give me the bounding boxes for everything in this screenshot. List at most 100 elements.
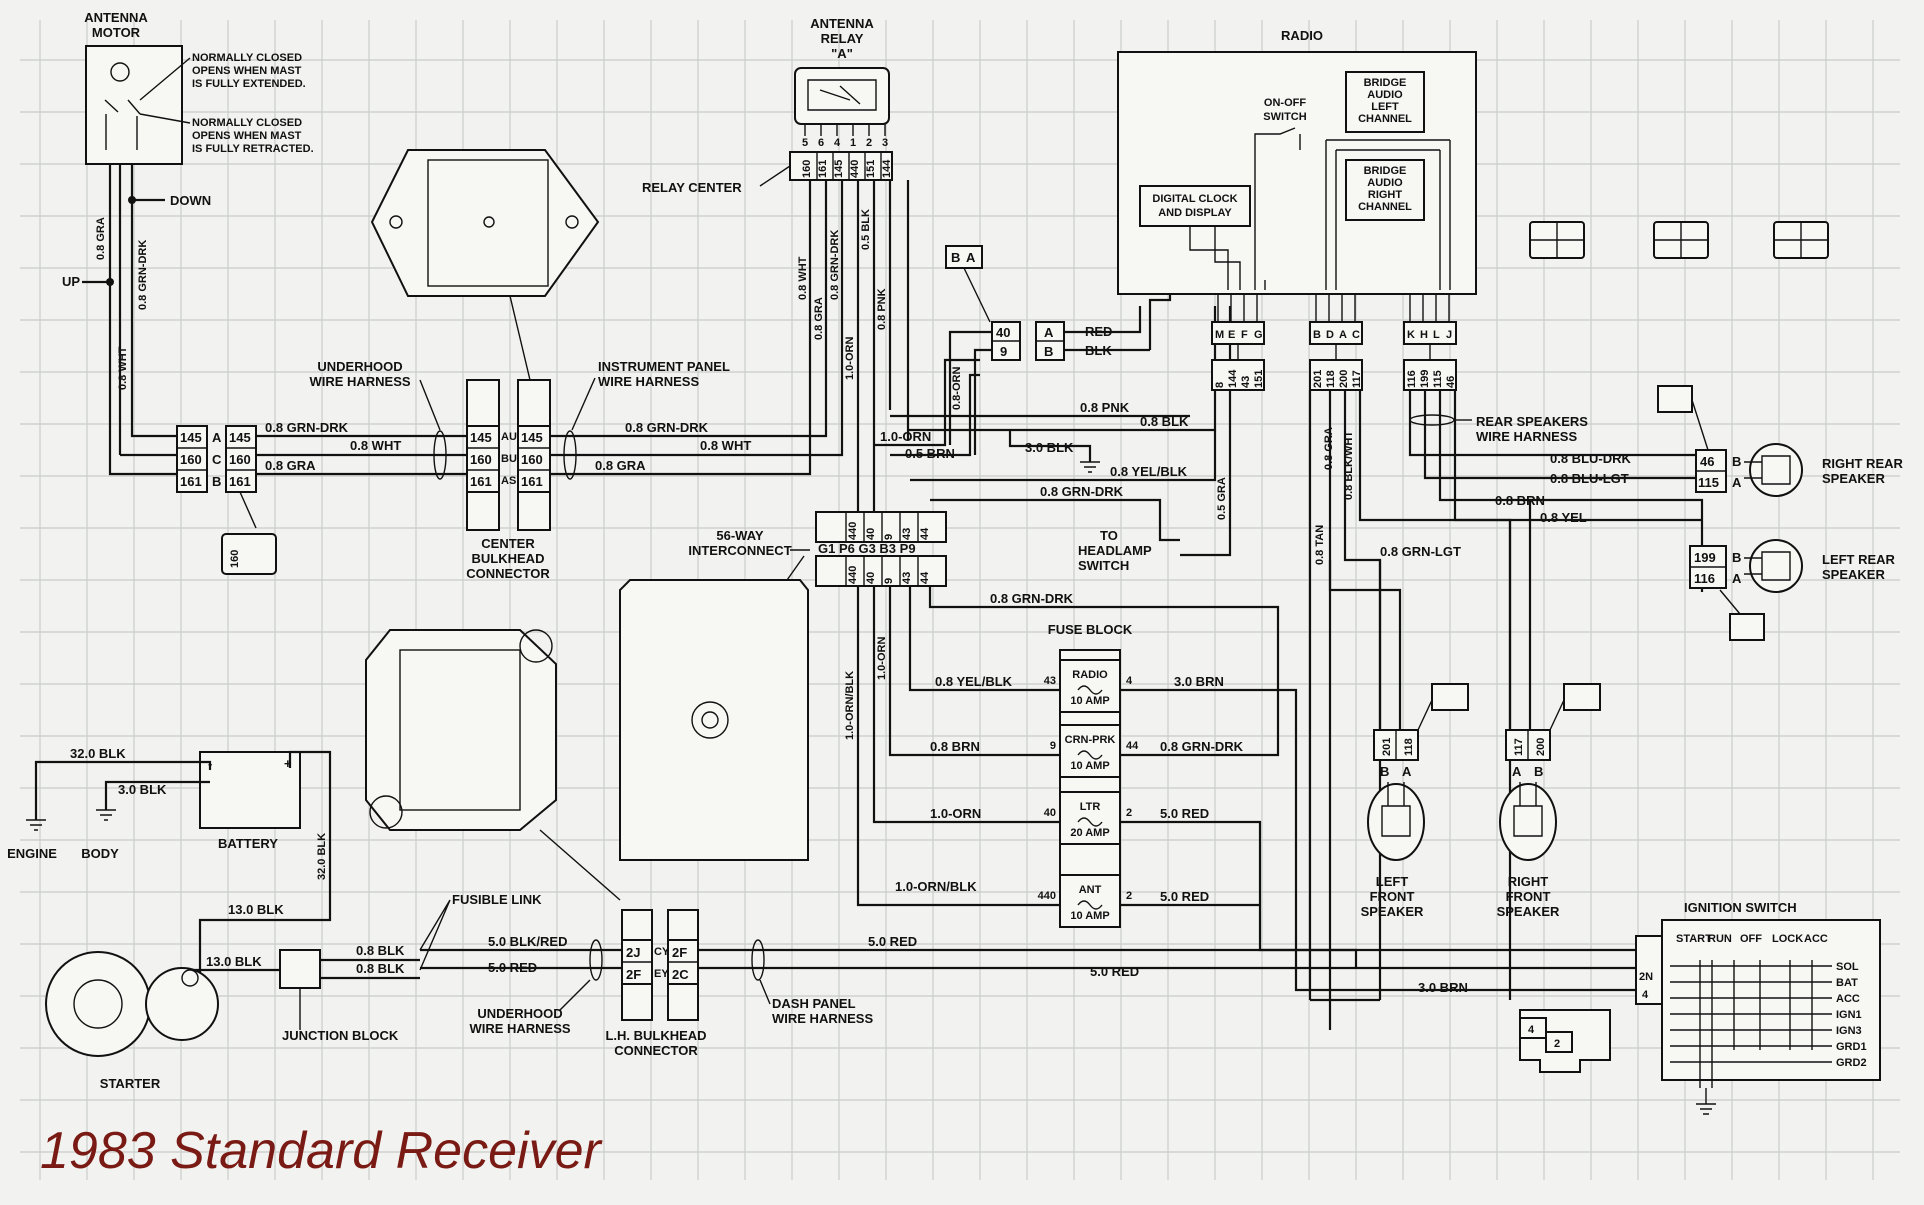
- fuse-1: [1059, 724, 1121, 778]
- radio-conn-1-num-43: 43: [1240, 376, 1252, 388]
- ic-top-440: 440: [847, 522, 859, 540]
- rf-ba-plug: [1563, 683, 1601, 711]
- starter: STARTER: [45, 951, 219, 1091]
- wire-label-w54: 5.0 RED: [488, 960, 537, 975]
- fuse-amp-0: 10 AMP: [1070, 695, 1109, 707]
- bl-l2: AUDIO: [1367, 89, 1403, 101]
- wire-label-w37: 3.0 BRN: [1174, 674, 1224, 689]
- fuse-in-1: 9: [1050, 740, 1056, 752]
- cbl-145: 145: [470, 430, 492, 445]
- wire-label-w7: 0.8 GRN-DRK: [625, 420, 709, 435]
- antenna-motor-label-1: ANTENNA: [84, 10, 148, 25]
- headlamp-l2: HEADLAMP: [1078, 543, 1152, 558]
- lr-ba-plug: [1729, 613, 1765, 641]
- interconnect-l1: 56-WAY: [716, 528, 764, 543]
- ic-top-44: 44: [919, 527, 931, 540]
- ignition-plug: 4 2: [1519, 1009, 1611, 1073]
- battery-label: BATTERY: [218, 836, 278, 851]
- left-front-connector: 201 118 B A: [1373, 729, 1419, 779]
- bl-l1: BRIDGE: [1364, 77, 1407, 89]
- relay-pin-1: 1: [850, 137, 856, 149]
- wire-label-w57: 3.0 BRN: [1418, 980, 1468, 995]
- ic-bot-440: 440: [847, 566, 859, 584]
- right-front-connector: 117 200 A B: [1505, 729, 1551, 779]
- ip-harness-l1: INSTRUMENT PANEL: [598, 359, 730, 374]
- wire-label-w11: 0.8 GRA: [813, 297, 825, 340]
- ign-2N: 2N: [1639, 971, 1653, 983]
- radio-conn-2-pin-C: C: [1352, 329, 1360, 341]
- radio: RADIO ON-OFF SWITCH DIGITAL CLOCK AND DI…: [1117, 28, 1477, 295]
- wire-label-w53: 5.0 BLK/RED: [488, 934, 567, 949]
- clock-l1: DIGITAL CLOCK: [1152, 193, 1237, 205]
- fuse-name-2: LTR: [1080, 801, 1101, 813]
- cbl-161: 161: [470, 474, 492, 489]
- lr-116: 116: [1694, 571, 1715, 586]
- wire-label-w16: 0.8 PNK: [1080, 400, 1130, 415]
- wire-label-w19: 0.5 BRN: [905, 446, 955, 461]
- lf-speaker-l1: LEFT: [1376, 874, 1409, 889]
- uh2-l2: WIRE HARNESS: [469, 1021, 570, 1036]
- fuse-in-0: 43: [1044, 675, 1056, 687]
- ihc-161: 161: [229, 474, 251, 489]
- amc-160: 160: [180, 452, 202, 467]
- switch-note-2-l1: NORMALLY CLOSED: [192, 117, 302, 129]
- switch-note-2-l3: IS FULLY RETRACTED.: [192, 143, 314, 155]
- ic-top-43: 43: [901, 528, 913, 540]
- headlamp-l1: TO: [1100, 528, 1118, 543]
- rf-200: 200: [1535, 738, 1547, 756]
- relay-num-161: 161: [817, 160, 829, 178]
- headlamp-l3: SWITCH: [1078, 558, 1129, 573]
- bulkhead-face-diagram-2: [365, 629, 557, 831]
- lh-2C: 2C: [672, 967, 689, 982]
- sc-a: A: [966, 250, 976, 265]
- fuse-0: [1059, 659, 1121, 713]
- background-ghost-grid: [20, 20, 1900, 1180]
- onoff-l1: ON-OFF: [1264, 97, 1306, 109]
- relay-num-160: 160: [801, 160, 813, 178]
- bl-l3: LEFT: [1371, 101, 1399, 113]
- wire-label-w36: 0.8 YEL/BLK: [935, 674, 1013, 689]
- lf-ba-plug: [1431, 683, 1469, 711]
- ign-term-ign1: IGN1: [1836, 1009, 1862, 1021]
- ign-term-sol: SOL: [1836, 961, 1859, 973]
- relay-pin-5: 5: [802, 137, 808, 149]
- ip-harness-l2: WIRE HARNESS: [598, 374, 699, 389]
- cbl-160: 160: [470, 452, 492, 467]
- ign-pos-lock: LOCK: [1772, 933, 1803, 945]
- cbl-AU: AU: [501, 431, 517, 443]
- radio-conn-1-pin-M: M: [1215, 329, 1224, 341]
- lf-201: 201: [1381, 738, 1393, 756]
- wire-label-w27: 0.8 GRA: [1323, 427, 1335, 470]
- left-rear-speaker: LEFT REAR SPEAKER: [1744, 539, 1896, 593]
- amc-145: 145: [180, 430, 202, 445]
- radio-conn-2-pin-B: B: [1313, 329, 1321, 341]
- diagram-title: 1983 Standard Receiver: [40, 1122, 603, 1180]
- radio-conn-1-nums: [1211, 359, 1265, 391]
- br-l2: AUDIO: [1367, 177, 1403, 189]
- lh-2F-l: 2F: [626, 967, 641, 982]
- rr-B: B: [1732, 454, 1741, 469]
- wire-label-w26: BLK: [1085, 343, 1112, 358]
- plug-2: 2: [1554, 1038, 1560, 1050]
- right-front-speaker: RIGHT FRONT SPEAKER: [1497, 782, 1560, 919]
- sc-b: B: [951, 250, 960, 265]
- cbr-160: 160: [521, 452, 543, 467]
- switch-note-1-l1: NORMALLY CLOSED: [192, 52, 302, 64]
- lf-B: B: [1380, 764, 1389, 779]
- sc9: 9: [1000, 344, 1007, 359]
- lr-199: 199: [1694, 550, 1716, 565]
- radio-conn-2-num-201: 201: [1312, 370, 1324, 388]
- wire-label-w24: 0.8-ORN: [951, 367, 963, 410]
- center-bulkhead-l3: CONNECTOR: [466, 566, 550, 581]
- cbl-BU: BU: [501, 453, 517, 465]
- ic-letters: G1 P6 G3 B3 P9: [818, 541, 916, 556]
- fusible-link-label: FUSIBLE LINK: [452, 892, 542, 907]
- wire-label-w47: 3.0 BLK: [118, 782, 167, 797]
- relay-pin-3: 3: [882, 137, 888, 149]
- wire-label-w12: 0.8 GRN-DRK: [829, 230, 841, 300]
- cbr-161: 161: [521, 474, 543, 489]
